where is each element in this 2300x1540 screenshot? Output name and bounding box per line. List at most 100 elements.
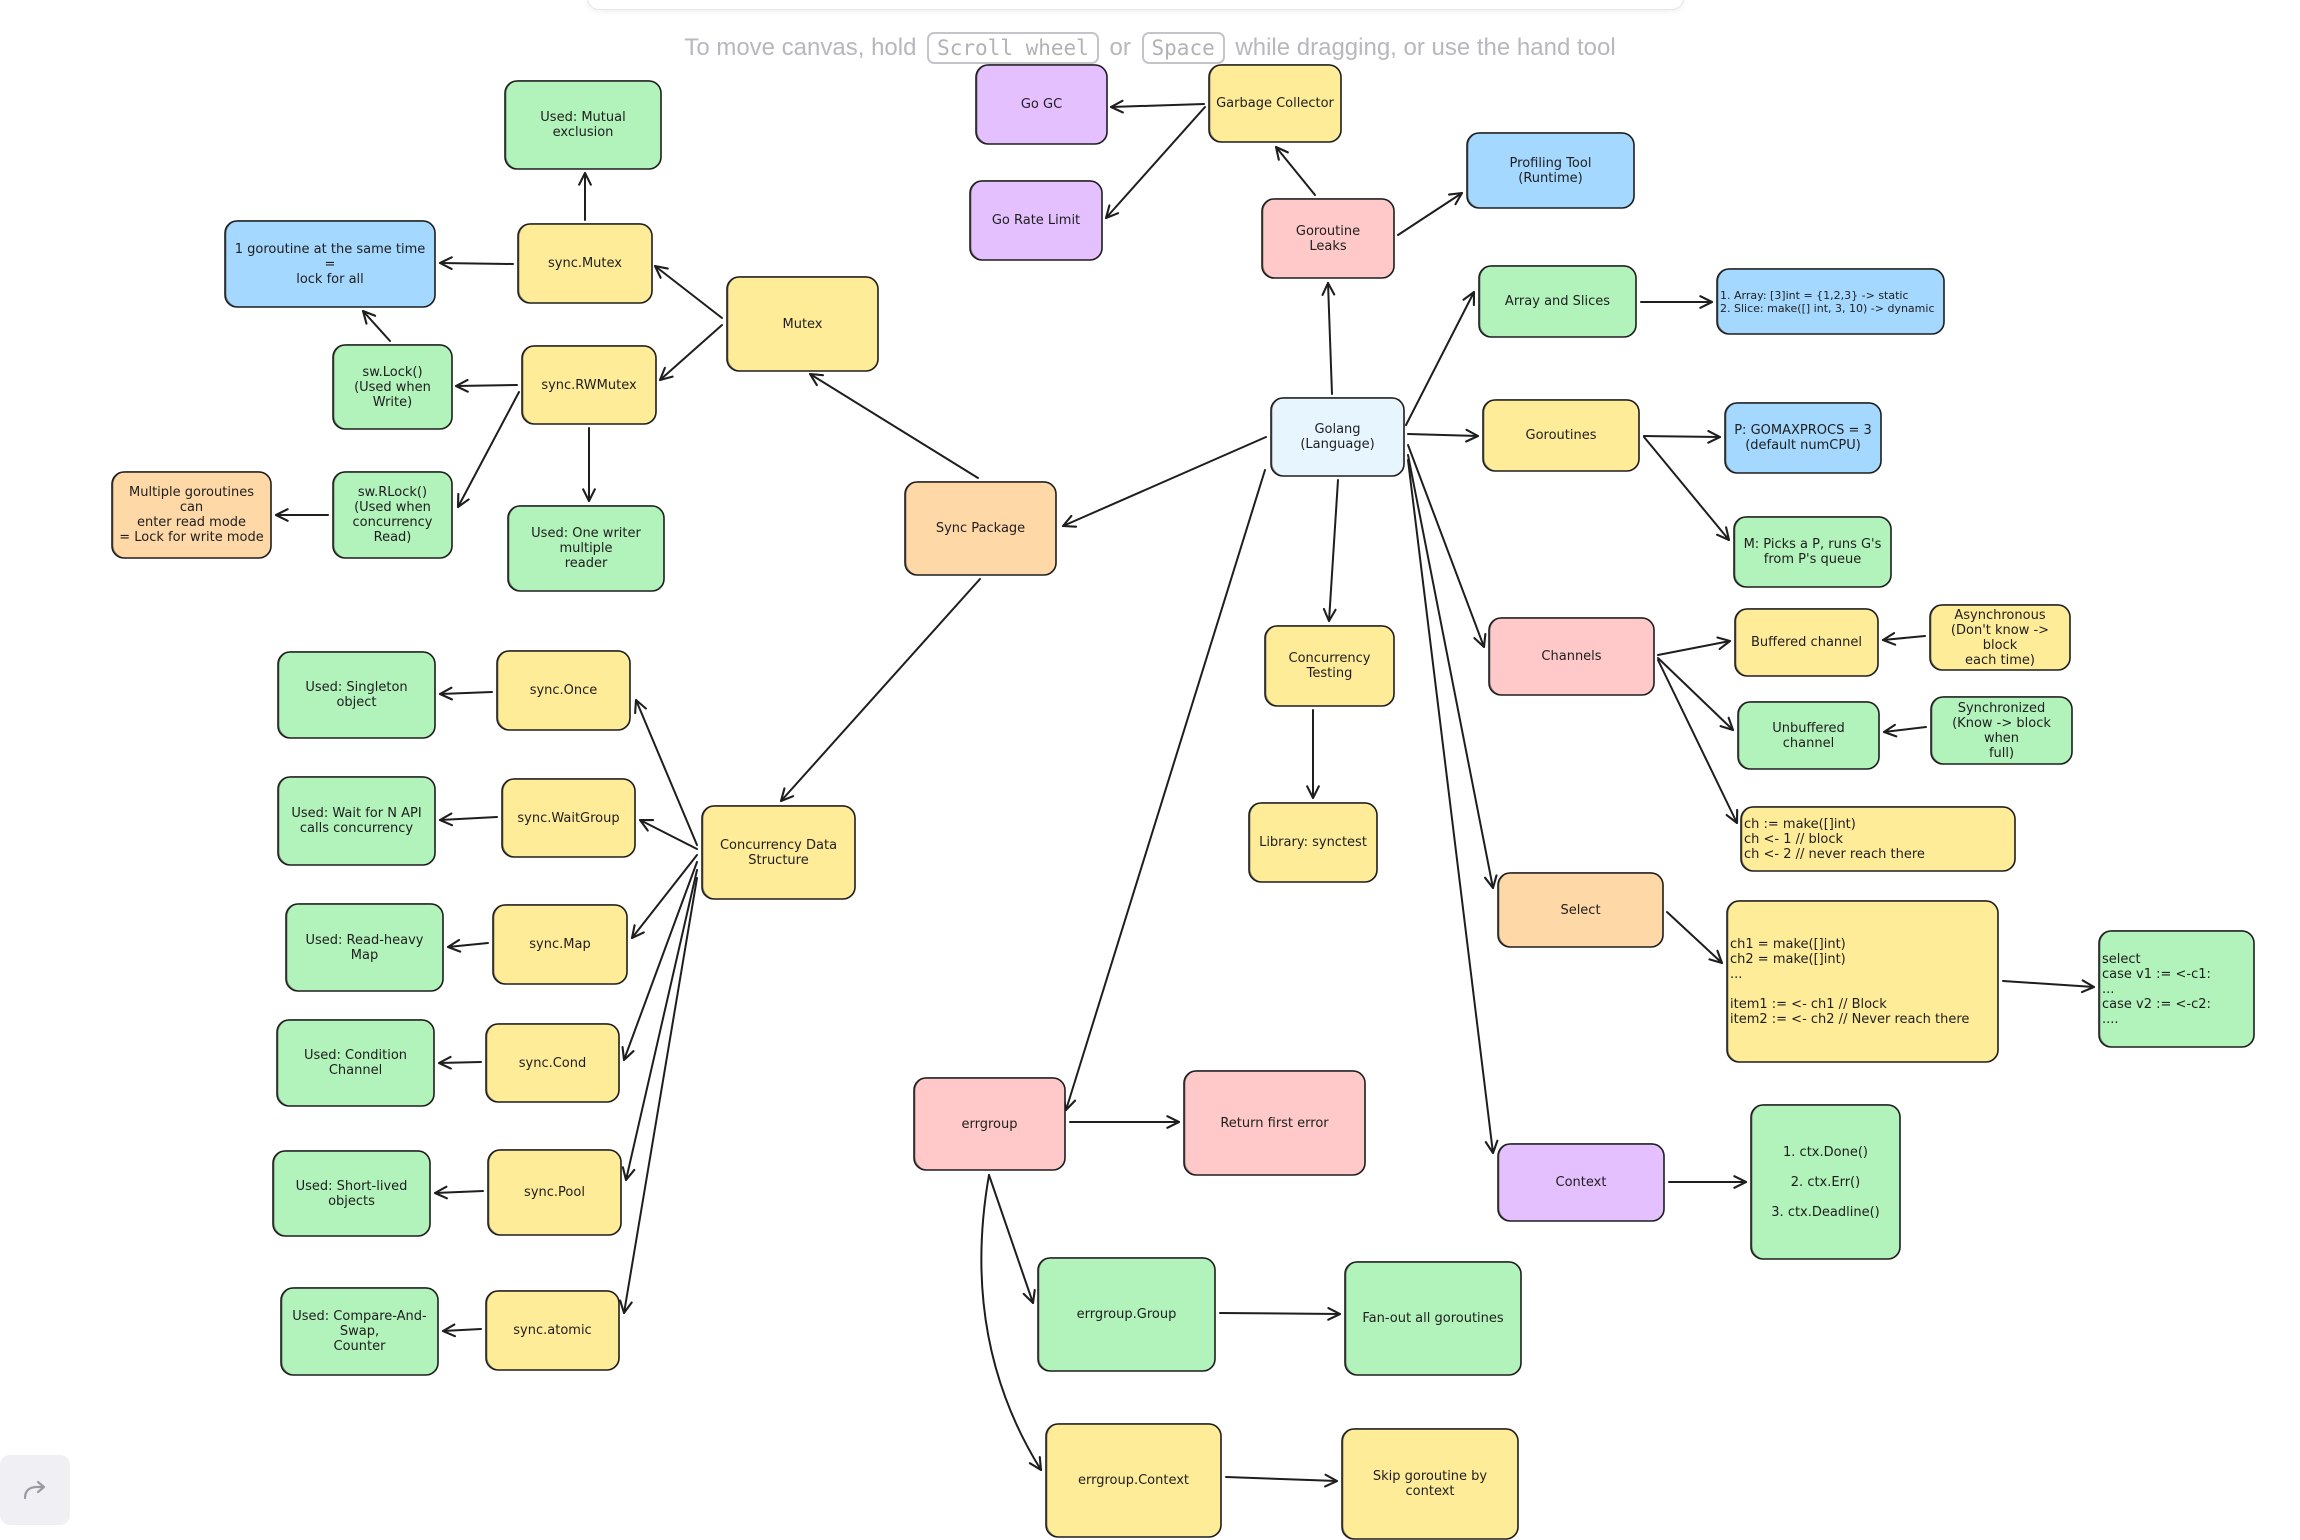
- node-unbuffered-channel[interactable]: Unbuffered channel: [1737, 701, 1880, 770]
- arrow-goroutine-leaks-to-garbage-collector[interactable]: [1274, 145, 1316, 196]
- arrow-sw-lock-to-one-goroutine[interactable]: [361, 309, 391, 342]
- node-go-gc[interactable]: Go GC: [975, 64, 1108, 145]
- node-golang[interactable]: Golang (Language): [1270, 397, 1405, 477]
- node-used-mutual[interactable]: Used: Mutual exclusion: [504, 80, 662, 170]
- node-m-picks[interactable]: M: Picks a P, runs G's from P's queue: [1733, 516, 1892, 588]
- node-garbage-collector[interactable]: Garbage Collector: [1208, 64, 1342, 143]
- node-errgroup-context[interactable]: errgroup.Context: [1045, 1423, 1222, 1538]
- node-asynchronous[interactable]: Asynchronous (Don't know -> block each t…: [1929, 604, 2071, 671]
- node-array-info[interactable]: 1. Array: [3]int = {1,2,3} -> static 2. …: [1716, 268, 1945, 335]
- arrow-select-to-select-code[interactable]: [1666, 911, 1724, 965]
- node-sync-package[interactable]: Sync Package: [904, 481, 1057, 576]
- arrow-golang-to-errgroup[interactable]: [1062, 469, 1266, 1112]
- arrow-concurrency-ds-to-sync-cond[interactable]: [621, 861, 698, 1062]
- arrow-channels-to-buffered-channel[interactable]: [1657, 636, 1732, 656]
- node-select[interactable]: Select: [1497, 872, 1664, 948]
- node-return-first-error[interactable]: Return first error: [1183, 1070, 1366, 1176]
- node-sync-map[interactable]: sync.Map: [492, 904, 628, 985]
- node-sync-mutex[interactable]: sync.Mutex: [517, 223, 653, 304]
- node-used-singleton[interactable]: Used: Singleton object: [277, 651, 436, 739]
- node-used-one-writer[interactable]: Used: One writer multiple reader: [507, 505, 665, 592]
- arrow-concurrency-ds-to-sync-map[interactable]: [630, 854, 698, 940]
- arrow-mutex-to-sync-rwmutex[interactable]: [658, 324, 723, 382]
- node-errgroup-group[interactable]: errgroup.Group: [1037, 1257, 1216, 1372]
- arrow-concurrency-ds-to-sync-once[interactable]: [634, 698, 698, 846]
- node-gomaxprocs[interactable]: P: GOMAXPROCS = 3 (default numCPU): [1724, 402, 1882, 474]
- arrow-asynchronous-to-buffered-channel[interactable]: [1881, 632, 1926, 646]
- node-profiling-tool[interactable]: Profiling Tool (Runtime): [1466, 132, 1635, 209]
- arrow-mutex-to-sync-mutex[interactable]: [653, 264, 723, 319]
- arrow-garbage-collector-to-go-gc[interactable]: [1109, 99, 1205, 114]
- node-ch-code[interactable]: ch := make([]int) ch <- 1 // block ch <-…: [1740, 806, 2016, 872]
- arrow-errgroup-to-errgroup-group[interactable]: [988, 1174, 1036, 1305]
- arrow-channels-to-unbuffered-channel[interactable]: [1657, 657, 1735, 732]
- arrow-sync-package-to-mutex[interactable]: [808, 372, 979, 479]
- node-used-wait[interactable]: Used: Wait for N API calls concurrency: [277, 776, 436, 866]
- node-concurrency-testing[interactable]: Concurrency Testing: [1264, 625, 1395, 707]
- arrow-golang-to-sync-package[interactable]: [1061, 436, 1267, 528]
- arrow-golang-to-select[interactable]: [1407, 454, 1498, 890]
- arrow-sync-once-to-used-singleton[interactable]: [438, 686, 493, 701]
- arrow-golang-to-concurrency-testing[interactable]: [1322, 479, 1339, 623]
- node-sync-once[interactable]: sync.Once: [496, 650, 631, 731]
- node-used-shortlived[interactable]: Used: Short-lived objects: [272, 1150, 431, 1237]
- arrow-golang-to-array-slices[interactable]: [1405, 290, 1476, 426]
- arrow-sync-rwmutex-to-sw-rlock[interactable]: [456, 391, 520, 509]
- node-errgroup[interactable]: errgroup: [913, 1077, 1066, 1171]
- arrow-sync-map-to-used-readheavy[interactable]: [446, 938, 489, 953]
- node-sync-waitgroup[interactable]: sync.WaitGroup: [501, 778, 636, 858]
- node-multiple-goroutines[interactable]: Multiple goroutines can enter read mode …: [111, 471, 272, 559]
- node-mutex[interactable]: Mutex: [726, 276, 879, 372]
- arrow-channels-to-ch-code[interactable]: [1657, 659, 1739, 825]
- arrow-errgroup-group-to-fanout[interactable]: [1219, 1307, 1342, 1321]
- arrow-sync-atomic-to-used-cas[interactable]: [441, 1323, 482, 1338]
- arrow-goroutines-to-gomaxprocs[interactable]: [1643, 429, 1722, 444]
- node-concurrency-ds[interactable]: Concurrency Data Structure: [701, 805, 856, 900]
- node-goroutine-leaks[interactable]: Goroutine Leaks: [1261, 198, 1395, 279]
- node-sw-lock[interactable]: sw.Lock() (Used when Write): [332, 344, 453, 430]
- arrow-goroutine-leaks-to-profiling-tool[interactable]: [1397, 191, 1464, 236]
- node-sync-rwmutex[interactable]: sync.RWMutex: [521, 345, 657, 425]
- arrow-sync-waitgroup-to-used-wait[interactable]: [438, 812, 498, 827]
- arrow-errgroup-context-to-skip-goroutine[interactable]: [1225, 1473, 1339, 1488]
- arrow-golang-to-goroutine-leaks[interactable]: [1321, 281, 1336, 395]
- node-array-slices[interactable]: Array and Slices: [1478, 265, 1637, 338]
- arrow-garbage-collector-to-go-rate-limit[interactable]: [1104, 106, 1206, 220]
- node-select-case[interactable]: select case v1 := <-c1: ... case v2 := <…: [2098, 930, 2255, 1048]
- arrow-concurrency-ds-to-sync-pool[interactable]: [621, 869, 698, 1182]
- node-one-goroutine[interactable]: 1 goroutine at the same time = lock for …: [224, 220, 436, 308]
- arrow-sync-cond-to-used-condition[interactable]: [437, 1055, 482, 1070]
- node-channels[interactable]: Channels: [1488, 617, 1655, 696]
- node-context[interactable]: Context: [1497, 1143, 1665, 1222]
- node-used-readheavy[interactable]: Used: Read-heavy Map: [285, 903, 444, 992]
- node-used-condition[interactable]: Used: Condition Channel: [276, 1019, 435, 1107]
- node-goroutines[interactable]: Goroutines: [1482, 399, 1640, 472]
- arrow-goroutines-to-m-picks[interactable]: [1643, 436, 1731, 542]
- arrow-concurrency-ds-to-sync-waitgroup[interactable]: [638, 818, 698, 850]
- node-buffered-channel[interactable]: Buffered channel: [1734, 608, 1879, 677]
- arrow-sync-rwmutex-to-sw-lock[interactable]: [454, 378, 518, 393]
- arrow-concurrency-ds-to-sync-atomic[interactable]: [619, 877, 698, 1315]
- node-fanout[interactable]: Fan-out all goroutines: [1344, 1261, 1522, 1376]
- arrow-golang-to-goroutines[interactable]: [1407, 428, 1480, 443]
- node-ctx-methods[interactable]: 1. ctx.Done() 2. ctx.Err() 3. ctx.Deadli…: [1750, 1104, 1901, 1260]
- arrow-golang-to-context[interactable]: [1407, 459, 1499, 1155]
- node-skip-goroutine[interactable]: Skip goroutine by context: [1341, 1428, 1519, 1540]
- arrow-errgroup-to-errgroup-context[interactable]: [980, 1174, 1043, 1472]
- redo-button[interactable]: [0, 1455, 70, 1525]
- node-sw-rlock[interactable]: sw.RLock() (Used when concurrency Read): [332, 471, 453, 559]
- arrow-golang-to-channels[interactable]: [1407, 444, 1487, 649]
- node-sync-pool[interactable]: sync.Pool: [487, 1149, 622, 1236]
- arrow-sync-mutex-to-one-goroutine[interactable]: [438, 256, 514, 271]
- node-go-rate-limit[interactable]: Go Rate Limit: [969, 180, 1103, 261]
- arrow-sync-package-to-concurrency-ds[interactable]: [779, 578, 981, 803]
- node-used-cas[interactable]: Used: Compare-And-Swap, Counter: [280, 1287, 439, 1376]
- arrow-select-code-to-select-case[interactable]: [2002, 979, 2096, 994]
- node-library-synctest[interactable]: Library: synctest: [1248, 802, 1378, 883]
- node-sync-atomic[interactable]: sync.atomic: [485, 1290, 620, 1371]
- arrow-sync-pool-to-used-shortlived[interactable]: [433, 1185, 484, 1200]
- arrow-synchronized-to-unbuffered-channel[interactable]: [1882, 723, 1927, 738]
- node-synchronized[interactable]: Synchronized (Know -> block when full): [1930, 696, 2073, 765]
- node-select-code[interactable]: ch1 = make([]int) ch2 = make([]int) ... …: [1726, 900, 1999, 1063]
